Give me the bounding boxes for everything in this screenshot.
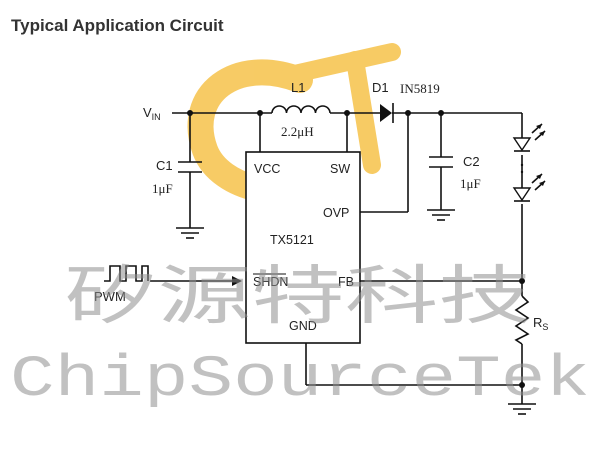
led-2-icon	[512, 173, 546, 202]
c1-name: C1	[156, 158, 173, 173]
diagram-title: Typical Application Circuit	[11, 16, 224, 35]
watermark-chinese: 矽源特科技	[64, 260, 532, 334]
l1-name: L1	[291, 80, 305, 95]
rs-label: RS	[533, 315, 548, 332]
capacitor-c2-symbol	[429, 156, 453, 168]
pin-sw-label: SW	[330, 162, 350, 176]
led-string-continuation-dots	[520, 163, 524, 174]
pin-ovp-label: OVP	[323, 206, 349, 220]
ic-tx5121: VCC SW OVP SHDN FB GND TX5121	[245, 151, 361, 344]
junction-nodes	[187, 110, 525, 388]
c1-value: 1μF	[152, 181, 173, 196]
pwm-arrow-icon	[232, 276, 242, 286]
ground-rs-icon	[508, 403, 536, 415]
resistor-rs-symbol	[514, 295, 530, 345]
pin-shdn-label: SHDN	[253, 275, 288, 289]
ground-c2-icon	[427, 209, 455, 221]
d1-part-number: IN5819	[400, 81, 440, 96]
capacitor-c1-symbol	[178, 161, 202, 173]
pin-vcc-label: VCC	[254, 162, 280, 176]
diode-d1-symbol	[380, 103, 394, 123]
ic-part-name: TX5121	[270, 233, 314, 247]
inductor-l1-symbol	[271, 105, 331, 114]
svg-text:VIN: VIN	[143, 105, 161, 122]
pwm-label: PWM	[94, 289, 126, 304]
l1-value: 2.2μH	[281, 124, 314, 139]
d1-name: D1	[372, 80, 389, 95]
circuit-wires	[150, 112, 523, 404]
c2-name: C2	[463, 154, 480, 169]
vin-label: VIN	[143, 105, 161, 122]
pwm-waveform-icon	[104, 265, 149, 282]
watermark-english: ChipSourceTek	[10, 348, 590, 413]
pin-fb-label: FB	[338, 275, 354, 289]
led-1-icon	[512, 123, 546, 152]
c2-value: 1μF	[460, 176, 481, 191]
ground-c1-icon	[176, 227, 204, 239]
pin-gnd-label: GND	[289, 319, 317, 333]
